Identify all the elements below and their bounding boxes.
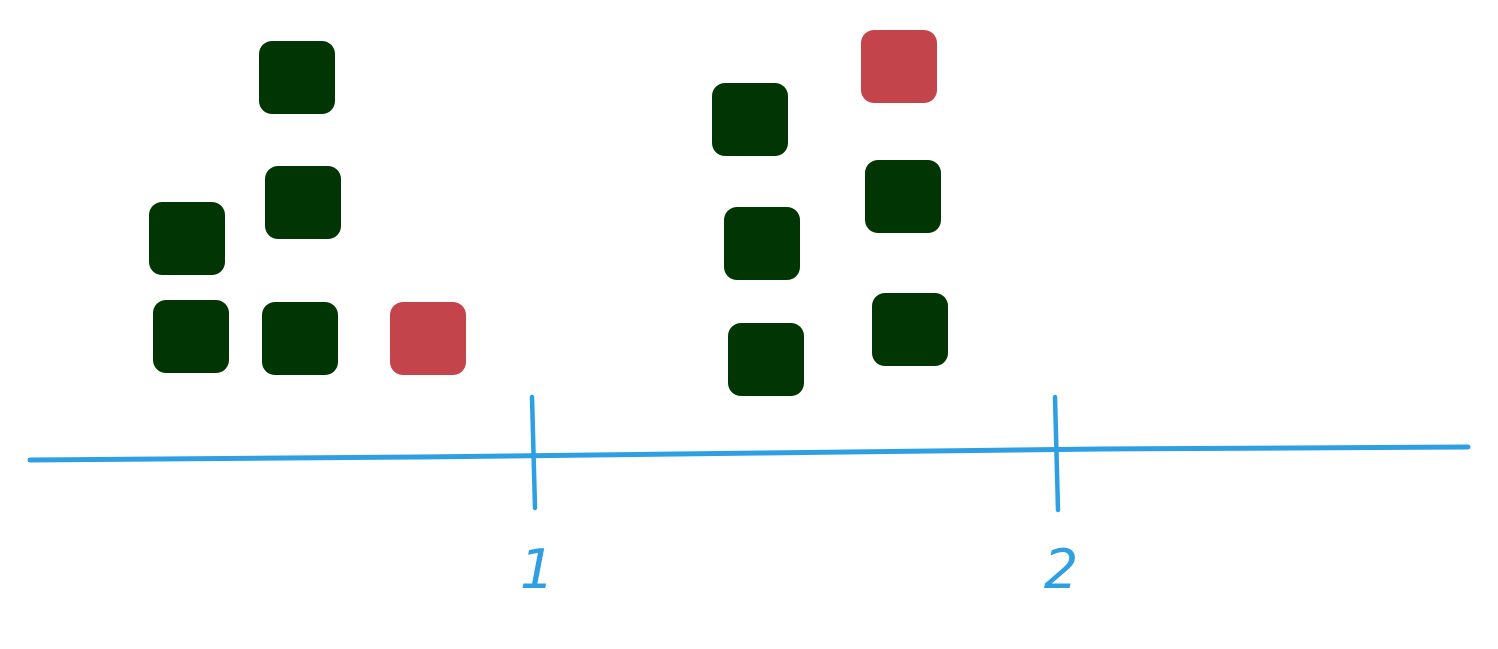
green-square-left-2 [265, 166, 341, 239]
green-square-middle-9 [728, 323, 804, 396]
green-square-left-3 [149, 202, 225, 275]
green-square-left-1 [259, 41, 335, 114]
tick-label-1: 1 [520, 538, 554, 601]
axis-line [27, 444, 1471, 463]
green-square-middle-12 [872, 293, 948, 366]
green-square-left-5 [262, 302, 338, 375]
green-square-middle-7 [712, 83, 788, 156]
tick-label-2: 2 [1044, 538, 1078, 601]
green-square-middle-8 [724, 207, 800, 280]
tick-mark-2 [1052, 394, 1061, 513]
green-square-middle-11 [865, 160, 941, 233]
tick-mark-1 [529, 394, 538, 511]
red-square-left-6 [390, 302, 466, 375]
square-items [149, 30, 948, 396]
green-square-left-4 [153, 300, 229, 373]
red-square-middle-10 [861, 30, 937, 103]
number-line: 1 2 [27, 394, 1471, 601]
